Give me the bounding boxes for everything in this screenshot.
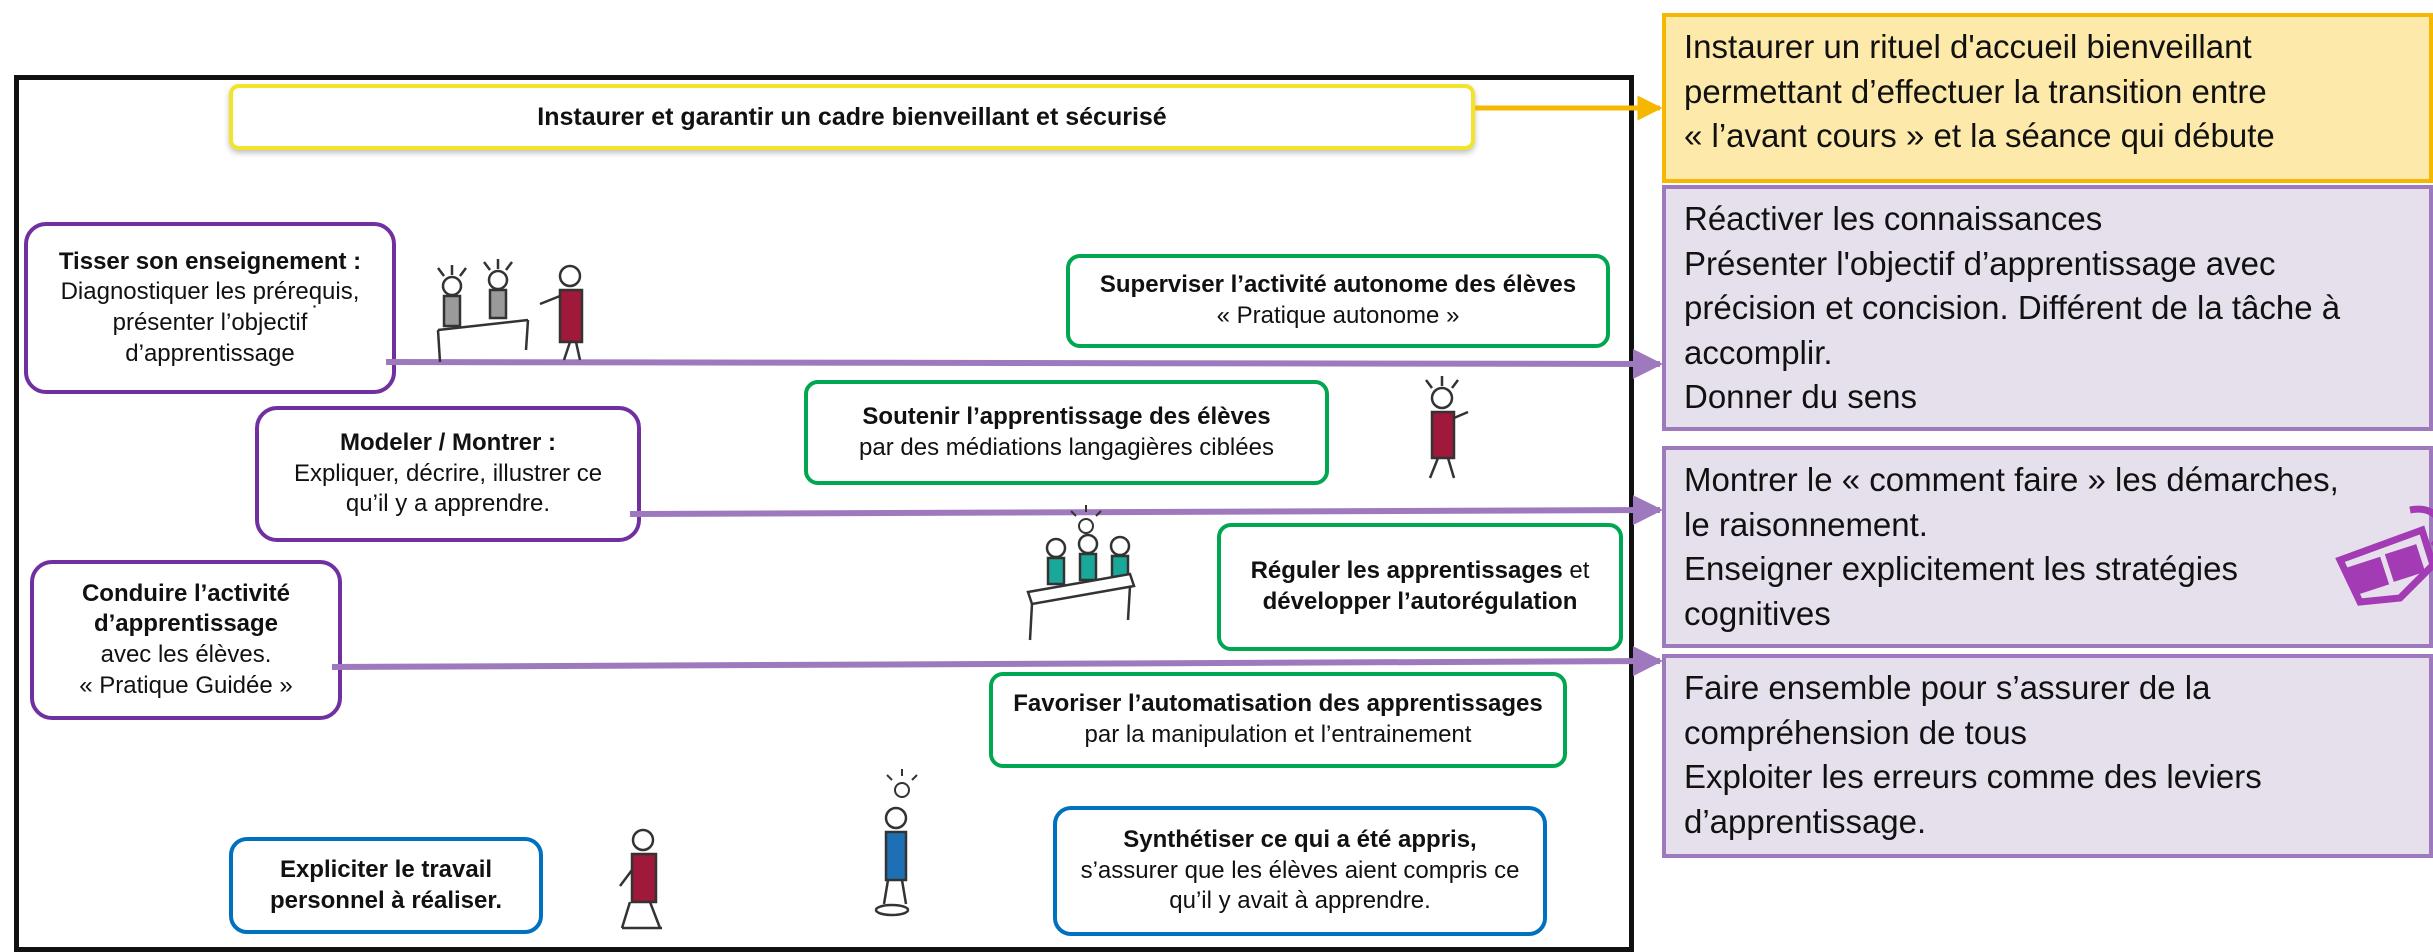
side-reactiver-panel: Réactiver les connaissances Présenter l'… <box>1662 185 2433 431</box>
side-ensemble-panel: Faire ensemble pour s’assurer de la comp… <box>1662 654 2433 858</box>
lightbulb-icon <box>886 769 918 798</box>
teacher-figure-icon <box>619 828 662 930</box>
superviser-box: Superviser l’activité autonome des élève… <box>1066 254 1610 348</box>
lightbulb-icon <box>1070 505 1102 534</box>
conduire-text: avec les élèves. « Pratique Guidée » <box>79 641 293 699</box>
favoriser-box: Favoriser l’automatisation des apprentis… <box>989 672 1567 768</box>
teacher-figure-icon <box>1425 376 1469 479</box>
reguler-title2: développer l’autorégulation <box>1262 588 1578 615</box>
modeler-text: Expliquer, décrire, illustrer ce qu’il y… <box>293 459 603 518</box>
conduire-box: Conduire l’activité d’apprentissage avec… <box>30 560 342 720</box>
side-montrer-text: Montrer le « comment faire » les démarch… <box>1684 461 2339 632</box>
arrow-modeler <box>629 495 1663 526</box>
diagram-frame <box>14 75 1634 952</box>
favoriser-title: Favoriser l’automatisation des apprentis… <box>1013 690 1543 718</box>
modeler-box: Modeler / Montrer : Expliquer, décrire, … <box>255 406 641 542</box>
synthetiser-text: s’assurer que les élèves aient compris c… <box>1080 856 1520 915</box>
student-figure-icon <box>437 259 513 328</box>
reguler-box: Réguler les apprentissages et développer… <box>1217 523 1623 651</box>
tisser-text: Diagnostiquer les préreq̣uis, présenter … <box>60 278 360 367</box>
student-figure-icon <box>874 806 910 917</box>
modeler-title: Modeler / Montrer : <box>339 428 556 456</box>
reguler-mid: et <box>1562 557 1590 585</box>
expliciter-title: Expliciter le travail personnel à réalis… <box>269 855 503 914</box>
favoriser-text: par la manipulation et l’entrainement <box>1084 721 1472 748</box>
conduire-title: Conduire l’activité d’apprentissage <box>81 579 291 638</box>
synthetiser-title: Synthétiser ce qui a été appris, <box>1123 825 1477 853</box>
soutenir-box: Soutenir l’apprentissage des élèves par … <box>804 380 1329 485</box>
header-text: Instaurer et garantir un cadre bienveill… <box>537 103 1167 131</box>
synthetiser-box: Synthétiser ce qui a été appris, s’assur… <box>1053 806 1547 936</box>
desk-icon <box>1026 572 1136 641</box>
side-ensemble-text: Faire ensemble pour s’assurer de la comp… <box>1684 669 2262 840</box>
tisser-title: Tisser son enseignement : <box>58 247 362 275</box>
expliciter-box: Expliciter le travail personnel à réalis… <box>229 837 543 934</box>
header-box: Instaurer et garantir un cadre bienveill… <box>229 84 1475 150</box>
desk-icon <box>436 318 530 363</box>
arrow-conduire <box>331 646 1663 677</box>
soutenir-text: par des médiations langagières ciblées <box>859 433 1274 461</box>
soutenir-title: Soutenir l’apprentissage des élèves <box>862 402 1271 430</box>
reguler-title: Réguler les apprentissages <box>1250 557 1563 585</box>
side-reactiver-text: Réactiver les connaissances Présenter l'… <box>1684 200 2341 416</box>
tisser-box: Tisser son enseignement : Diagnostiquer … <box>24 222 396 394</box>
side-accueil-panel: Instaurer un rituel d'accueil bienveilla… <box>1662 13 2433 183</box>
teacher-figure-icon <box>539 264 584 361</box>
superviser-text: « Pratique autonome » <box>1216 302 1460 329</box>
superviser-title: Superviser l’activité autonome des élève… <box>1099 271 1577 299</box>
side-montrer-panel: Montrer le « comment faire » les démarch… <box>1662 446 2433 648</box>
3d-glasses-icon <box>2335 505 2433 606</box>
side-accueil-text: Instaurer un rituel d'accueil bienveilla… <box>1684 28 2275 155</box>
arrow-tisser <box>385 348 1663 379</box>
